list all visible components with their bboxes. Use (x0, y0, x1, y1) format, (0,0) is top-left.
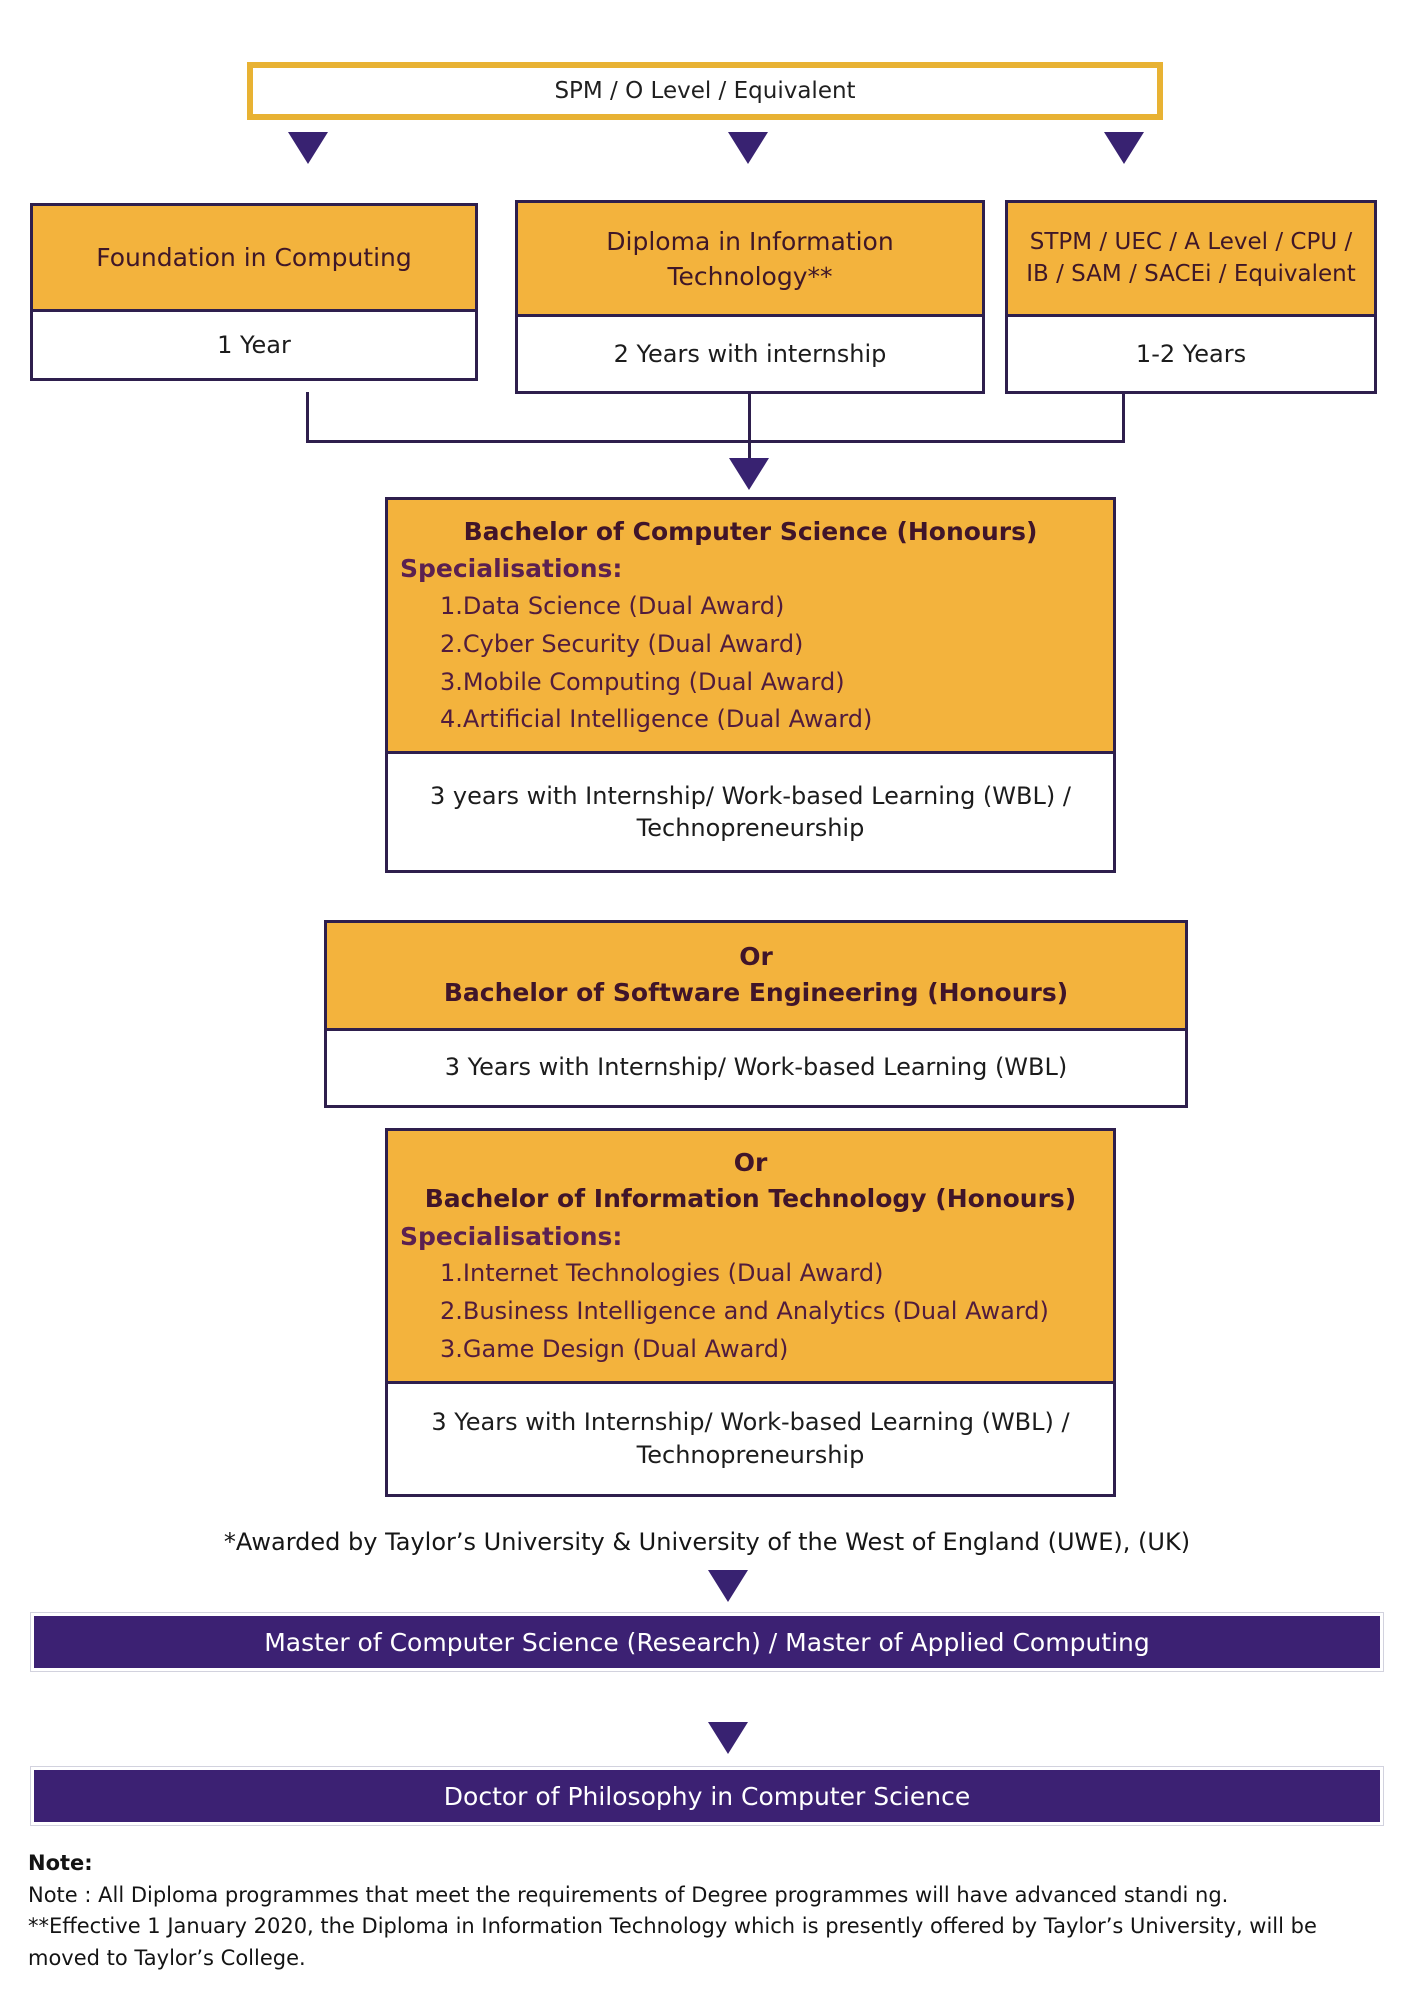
specialisation-item: 3.Game Design (Dual Award) (440, 1334, 789, 1363)
specialisation-item: 4.Artificial Intelligence (Dual Award) (440, 705, 873, 734)
or-label: Or (733, 1148, 768, 1177)
specialisation-item: 1.Internet Technologies (Dual Award) (440, 1259, 884, 1287)
arrow-down-icon (729, 458, 769, 490)
connector-line (306, 440, 1125, 443)
pathway-diploma-title: Diploma in Information Technology** (518, 203, 982, 317)
degree-software-engineering-head: Or Bachelor of Software Engineering (Hon… (327, 923, 1185, 1031)
specialisation-item: 2.Cyber Security (Dual Award) (440, 629, 804, 658)
degree-computer-science-duration: 3 years with Internship/ Work-based Lear… (388, 754, 1113, 871)
phd-bar: Doctor of Philosophy in Computer Science (30, 1766, 1384, 1826)
specialisation-item: 2.Business Intelligence and Analytics (D… (440, 1296, 1049, 1325)
degree-computer-science-head: Bachelor of Computer Science (Honours) S… (388, 500, 1113, 755)
arrow-down-icon (708, 1570, 748, 1602)
degree-software-engineering-title: Bachelor of Software Engineering (Honour… (443, 978, 1069, 1008)
notes-heading: Note: (28, 1851, 93, 1875)
degree-information-technology-box: Or Bachelor of Information Technology (H… (385, 1128, 1116, 1497)
pathway-diploma-box: Diploma in Information Technology** 2 Ye… (515, 200, 985, 394)
note-line: Note : All Diploma programmes that meet … (28, 1882, 1229, 1907)
entry-qualification-label: SPM / O Level / Equivalent (554, 78, 856, 104)
arrow-down-icon (1104, 132, 1144, 164)
arrow-down-icon (288, 132, 328, 164)
degree-software-engineering-duration: 3 Years with Internship/ Work-based Lear… (327, 1030, 1185, 1105)
specialisations-label: Specialisations: (400, 554, 623, 584)
specialisation-list: 1.Internet Technologies (Dual Award) 2.B… (440, 1255, 1101, 1369)
degree-information-technology-duration: 3 Years with Internship/ Work-based Lear… (388, 1383, 1113, 1494)
or-label: Or (739, 942, 773, 971)
degree-information-technology-title: Bachelor of Information Technology (Hono… (424, 1184, 1077, 1214)
master-bar: Master of Computer Science (Research) / … (30, 1612, 1384, 1672)
degree-computer-science-box: Bachelor of Computer Science (Honours) S… (385, 497, 1116, 874)
arrow-down-icon (708, 1722, 748, 1754)
specialisation-item: 3.Mobile Computing (Dual Award) (440, 667, 845, 696)
pathway-foundation-title: Foundation in Computing (33, 206, 475, 312)
phd-bar-label: Doctor of Philosophy in Computer Science (34, 1770, 1380, 1822)
connector-line (748, 391, 751, 463)
arrow-down-icon (728, 132, 768, 164)
specialisation-item: 1.Data Science (Dual Award) (440, 591, 785, 620)
specialisations-label: Specialisations: (400, 1221, 623, 1251)
pathway-diploma-duration: 2 Years with internship (518, 317, 982, 391)
specialisation-list: 1.Data Science (Dual Award) 2.Cyber Secu… (440, 588, 1101, 740)
degree-information-technology-head: Or Bachelor of Information Technology (H… (388, 1131, 1113, 1384)
pathway-preu-title: STPM / UEC / A Level / CPU / IB / SAM / … (1008, 203, 1374, 317)
connector-line (1122, 391, 1125, 443)
pathway-preu-duration: 1-2 Years (1008, 317, 1374, 391)
pathway-foundation-duration: 1 Year (33, 312, 475, 378)
entry-qualification-box: SPM / O Level / Equivalent (247, 62, 1163, 120)
award-footnote: *Awarded by Taylor’s University & Univer… (223, 1528, 1191, 1556)
degree-software-engineering-box: Or Bachelor of Software Engineering (Hon… (324, 920, 1188, 1108)
master-bar-label: Master of Computer Science (Research) / … (34, 1616, 1380, 1668)
degree-computer-science-title: Bachelor of Computer Science (Honours) (463, 517, 1038, 546)
notes-section: Note: Note : All Diploma programmes that… (28, 1848, 1392, 1974)
pathway-preu-box: STPM / UEC / A Level / CPU / IB / SAM / … (1005, 200, 1377, 394)
connector-line (306, 392, 309, 443)
pathway-foundation-box: Foundation in Computing 1 Year (30, 203, 478, 381)
note-line: **Effective 1 January 2020, the Diploma … (28, 1914, 1317, 1970)
